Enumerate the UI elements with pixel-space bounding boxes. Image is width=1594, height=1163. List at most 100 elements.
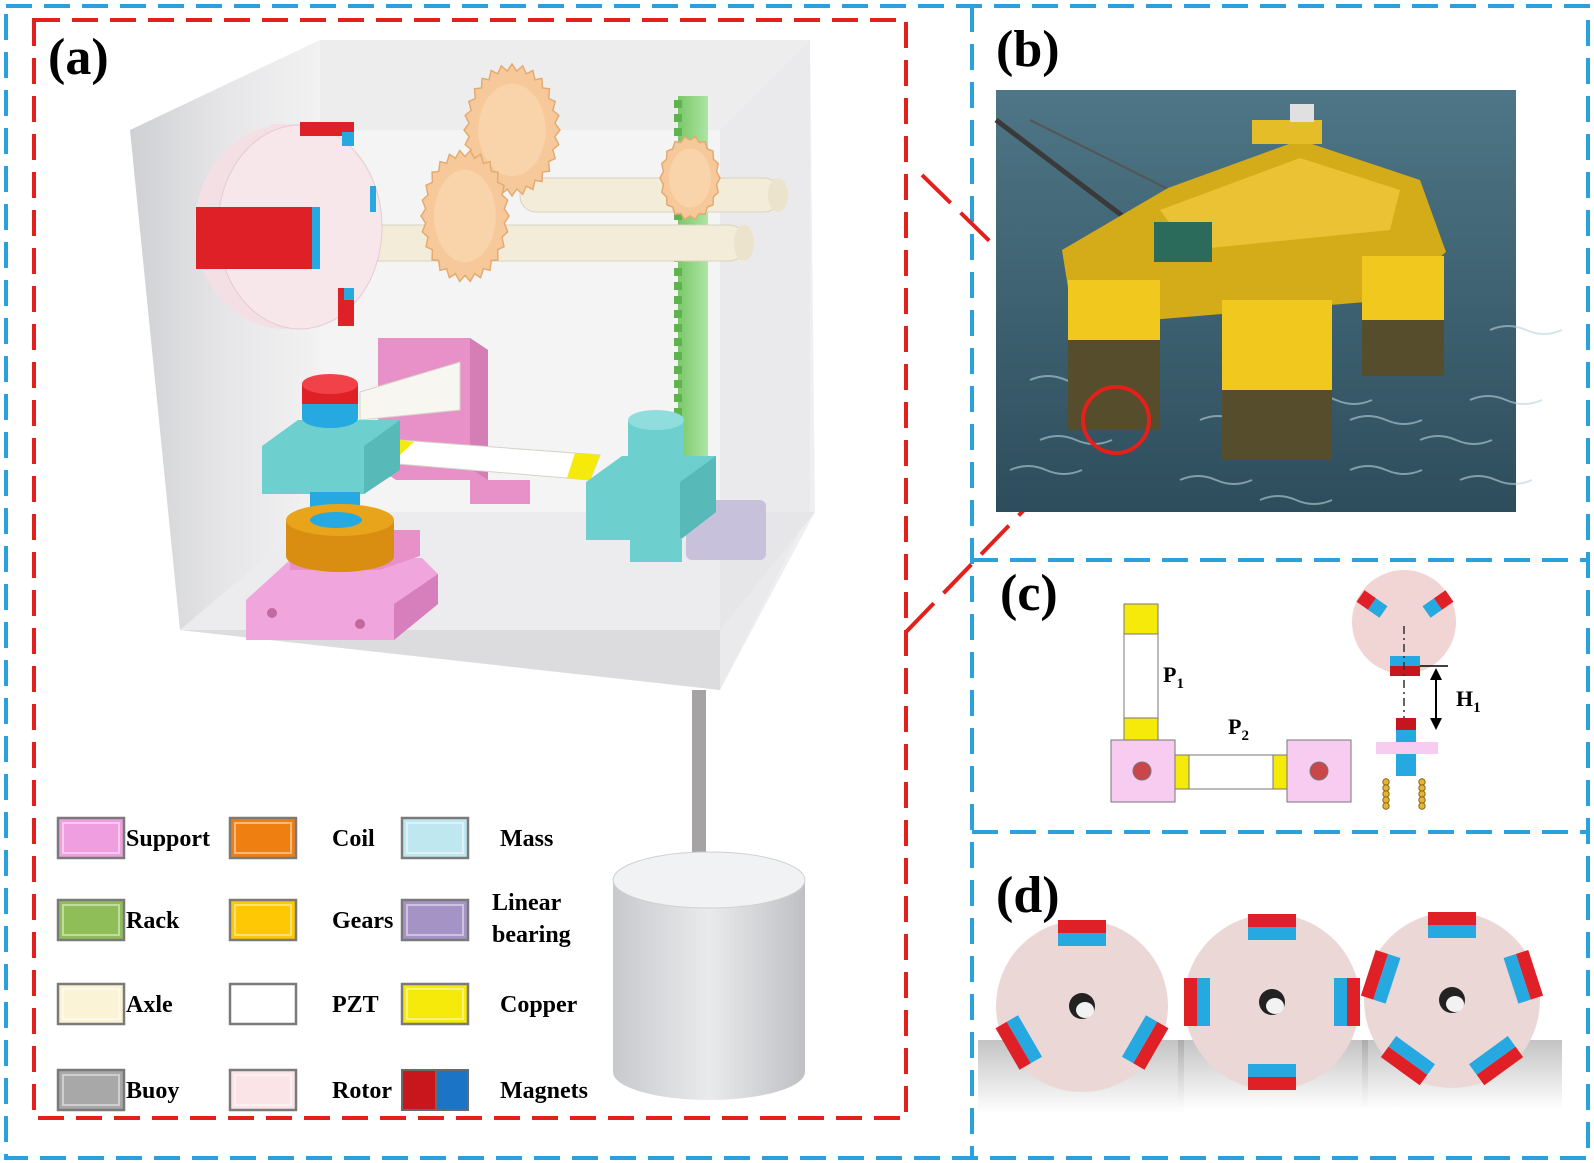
coil-swatch bbox=[228, 816, 298, 860]
legend-item: Rotor bbox=[228, 1068, 392, 1112]
platform-photo bbox=[994, 90, 1563, 512]
panel-c-label: (c) bbox=[1000, 565, 1058, 622]
legend-label: PZT bbox=[332, 992, 379, 1018]
axle-swatch bbox=[56, 982, 126, 1026]
copper-2 bbox=[567, 453, 600, 480]
panel-a: (a) bbox=[48, 29, 815, 1112]
magnets-swatch-blue bbox=[435, 1069, 469, 1111]
magnets-swatch-red bbox=[401, 1069, 437, 1111]
magnet-red-half bbox=[1428, 912, 1476, 925]
magnet-red-half bbox=[1347, 978, 1360, 1026]
h1-arrow-bottom bbox=[1430, 718, 1442, 730]
rack-tooth bbox=[674, 366, 682, 374]
magnet-red-half bbox=[1476, 1046, 1524, 1086]
magnet-blue-half bbox=[1197, 978, 1210, 1026]
rack-tooth bbox=[674, 100, 682, 108]
legend-item: Rack bbox=[56, 898, 180, 942]
support-back-foot bbox=[470, 480, 530, 504]
panel-d-label: (d) bbox=[996, 867, 1060, 924]
rotor-magnet bbox=[995, 1015, 1043, 1070]
rotor-magnet bbox=[1503, 949, 1544, 1004]
wave bbox=[1489, 325, 1563, 335]
axle-swatch-bevel bbox=[62, 988, 120, 1020]
rotor-magnet bbox=[1058, 920, 1106, 946]
coil-turn bbox=[1418, 778, 1426, 786]
h1-label: H1 bbox=[1456, 686, 1481, 716]
rotor-magnet-left bbox=[1356, 590, 1388, 618]
magnet-blue-half bbox=[1428, 925, 1476, 938]
legend-label: Magnets bbox=[500, 1078, 588, 1104]
legend-label: Gears bbox=[332, 908, 393, 934]
pillar-bottom bbox=[630, 538, 682, 562]
axle-upper-end bbox=[768, 178, 788, 212]
rotor-magnet-top bbox=[300, 122, 354, 136]
pillar-top-cap bbox=[628, 410, 684, 430]
magnet-blue-half bbox=[1373, 953, 1401, 1004]
legend-label: Buoy bbox=[126, 1078, 179, 1104]
magnet-blue-half bbox=[1006, 1015, 1043, 1064]
p2-beam bbox=[1188, 754, 1274, 790]
mass-magnet-red bbox=[1396, 718, 1416, 730]
rotor-magnet-bottom-red bbox=[1390, 666, 1420, 676]
legend-label: Rack bbox=[126, 908, 180, 934]
panel-b: (b) bbox=[994, 21, 1563, 512]
rotor-swatch bbox=[228, 1068, 298, 1112]
mass-plate bbox=[1376, 742, 1438, 754]
coil-core bbox=[310, 512, 362, 528]
rotor-swatch-bevel bbox=[234, 1074, 292, 1106]
rotor-magnet bbox=[1248, 914, 1296, 940]
rotor-magnet bbox=[1248, 1064, 1296, 1090]
support-swatch-bevel bbox=[62, 822, 120, 854]
column-right-waterline bbox=[1362, 320, 1444, 376]
magnet-red-half bbox=[1360, 949, 1389, 1000]
rack-tooth bbox=[674, 338, 682, 346]
buoy bbox=[612, 690, 806, 1100]
buoy-body bbox=[613, 880, 805, 1100]
rack-tooth bbox=[674, 268, 682, 276]
rotor-hole-inner bbox=[1076, 1002, 1094, 1018]
buoy-swatch-bevel bbox=[62, 1074, 120, 1106]
legend-label: Copper bbox=[500, 992, 578, 1018]
coil-turn bbox=[1382, 796, 1390, 804]
legend-item: Mass bbox=[400, 816, 553, 860]
axle-upper bbox=[519, 177, 781, 213]
magnet-blue-half bbox=[1388, 1036, 1435, 1075]
wave bbox=[1419, 435, 1493, 445]
gear-large-front-hub bbox=[434, 169, 496, 263]
gear-large-back-hub bbox=[478, 83, 546, 177]
wave bbox=[1459, 475, 1533, 485]
coil-winding-right bbox=[1418, 778, 1426, 810]
coil-swatch-bevel bbox=[234, 822, 292, 854]
support-hole-2 bbox=[355, 619, 365, 629]
magnet-red-half bbox=[995, 1021, 1031, 1070]
rack-tooth bbox=[674, 380, 682, 388]
gear-large-front bbox=[420, 149, 510, 283]
rotor-magnet-right bbox=[1422, 590, 1454, 618]
support-back-side bbox=[470, 338, 488, 480]
magnet-red-half bbox=[1248, 1077, 1296, 1090]
mass-swatch-bevel bbox=[406, 822, 464, 854]
rack-tooth bbox=[674, 212, 682, 220]
pzt-schematic: P1 P2 bbox=[1110, 603, 1352, 803]
gears bbox=[420, 62, 721, 283]
legend-item: Copper bbox=[400, 982, 578, 1026]
rack-swatch-bevel bbox=[62, 904, 120, 936]
magnet-blue-half bbox=[1248, 927, 1296, 940]
h1-arrow-top bbox=[1430, 668, 1442, 680]
p1-copper-top bbox=[1123, 603, 1159, 635]
mass-swatch bbox=[400, 816, 470, 860]
crane-cable bbox=[1029, 119, 1191, 201]
pzt-swatch-bevel bbox=[234, 988, 292, 1020]
magnet-blue-half bbox=[1058, 933, 1106, 946]
magnet-red-half bbox=[1133, 1021, 1169, 1070]
p2-copper-left bbox=[1174, 754, 1190, 790]
rotor-variant-3 bbox=[995, 920, 1169, 1092]
legend-item: Buoy bbox=[56, 1068, 179, 1112]
mass-left bbox=[262, 374, 400, 518]
rack-tooth bbox=[674, 114, 682, 122]
pzt-swatch bbox=[228, 982, 298, 1026]
